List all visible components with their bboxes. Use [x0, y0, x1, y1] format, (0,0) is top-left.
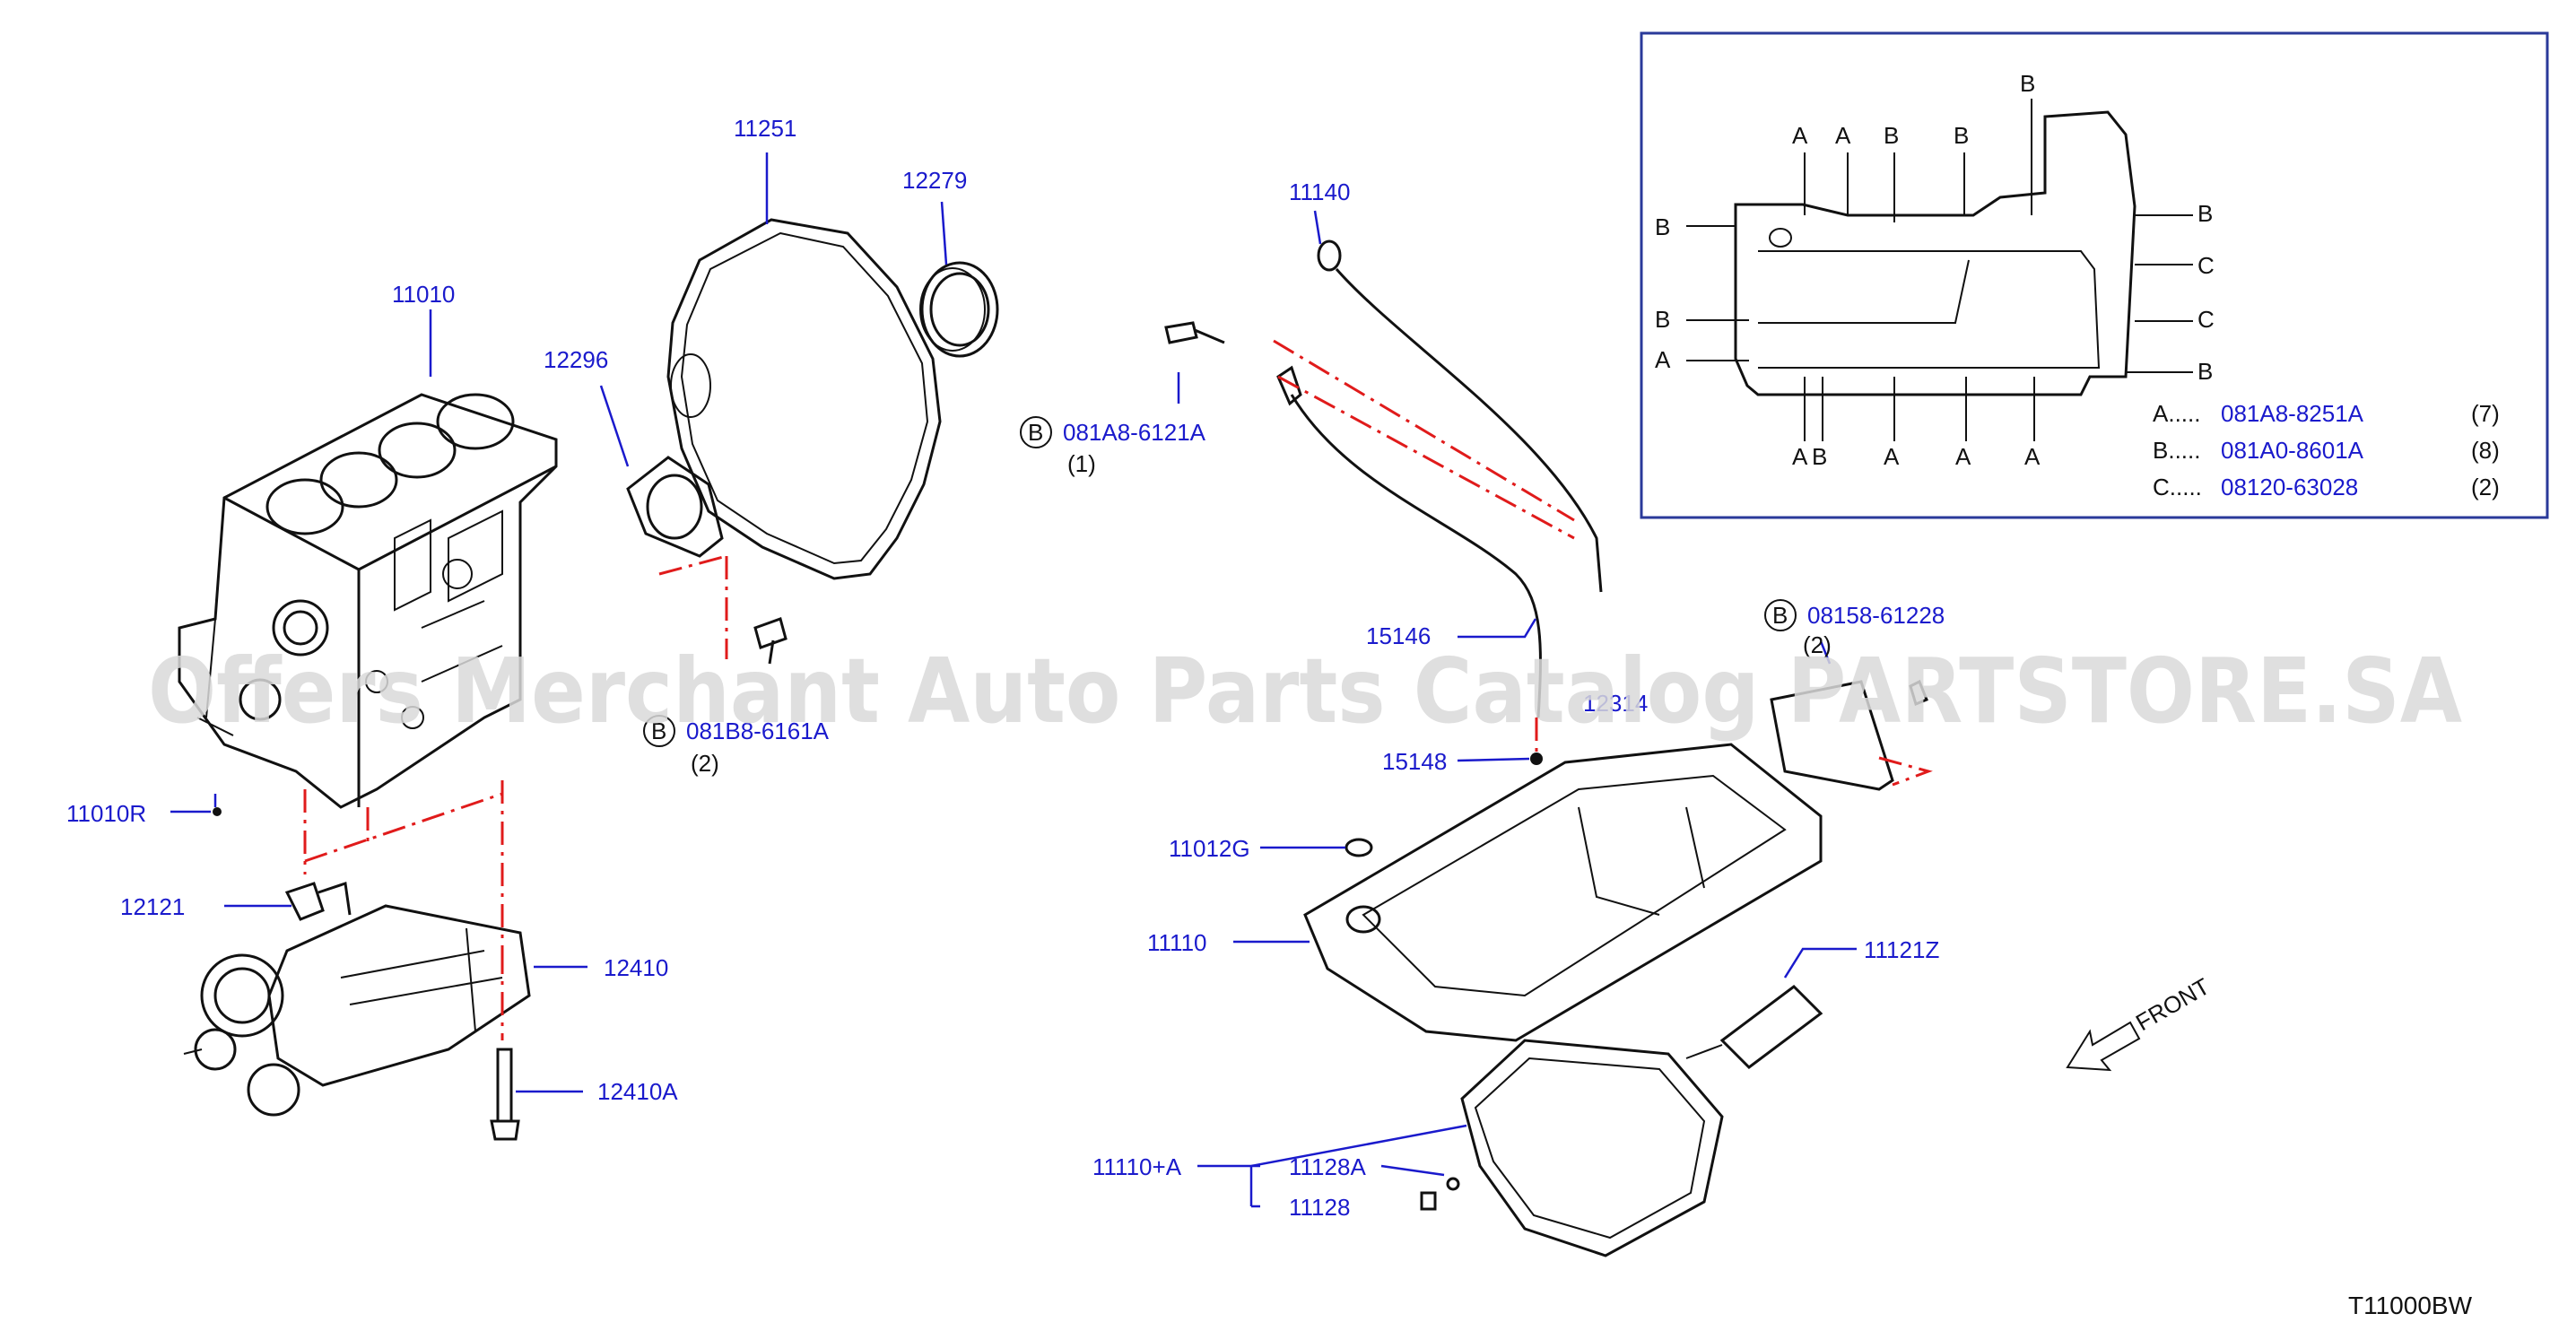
bracket-12121[interactable] — [284, 882, 352, 921]
o-ring-11012G[interactable] — [1345, 838, 1373, 857]
svg-text:C: C — [2197, 306, 2215, 333]
svg-text:B: B — [651, 718, 666, 744]
svg-text:C.....: C..... — [2153, 474, 2202, 500]
legend-code-a[interactable]: 081A8-8251A — [2221, 400, 2364, 427]
bolt-code-3[interactable]: 08158-61228 — [1807, 602, 1945, 629]
label-12121[interactable]: 12121 — [120, 893, 185, 920]
diagram-code: T11000BW — [2348, 1292, 2473, 1319]
legend-code-c[interactable]: 08120-63028 — [2221, 474, 2358, 500]
label-11110A[interactable]: 11110+A — [1092, 1153, 1182, 1180]
svg-text:(2): (2) — [2471, 474, 2500, 500]
label-11110[interactable]: 11110 — [1147, 929, 1207, 956]
strainer-11121Z[interactable] — [1685, 985, 1823, 1069]
front-arrow-icon — [2066, 1021, 2141, 1072]
svg-text:A: A — [1835, 122, 1851, 149]
b-marker-icon — [1764, 599, 1797, 631]
bolt-081A8-6121A[interactable] — [1164, 321, 1225, 344]
label-11010R[interactable]: 11010R — [66, 800, 146, 827]
rear-plate-11251[interactable] — [666, 218, 942, 580]
label-11251[interactable]: 11251 — [734, 115, 796, 142]
svg-text:(8): (8) — [2471, 437, 2500, 464]
svg-text:B: B — [1772, 602, 1788, 629]
svg-text:B: B — [1954, 122, 1969, 149]
svg-text:B: B — [2197, 358, 2213, 385]
label-11012G[interactable]: 11012G — [1169, 835, 1250, 862]
label-12410A[interactable]: 12410A — [597, 1078, 678, 1105]
oil-pan-upper-11110[interactable] — [1303, 743, 1823, 1042]
svg-text:B.....: B..... — [2153, 437, 2200, 464]
label-15148[interactable]: 15148 — [1382, 748, 1447, 775]
svg-text:A: A — [1884, 443, 1900, 470]
oil-pan-lower[interactable] — [1460, 1039, 1724, 1257]
plug-11010R[interactable] — [213, 807, 222, 816]
drain-plug-11128[interactable] — [1420, 1177, 1460, 1211]
bolt-code-1[interactable]: 081A8-6121A — [1063, 419, 1206, 446]
bolt-location-inset: A A B B B B C C B B B A A B A A A — [1640, 31, 2549, 519]
b-marker-icon — [643, 715, 675, 747]
label-15146[interactable]: 15146 — [1366, 622, 1431, 649]
bolt-callout-1[interactable]: B 081A8-6121A (1) — [1020, 416, 1206, 477]
label-11010[interactable]: 11010 — [392, 281, 455, 308]
svg-text:B: B — [1812, 443, 1827, 470]
svg-text:B: B — [2197, 200, 2213, 227]
bracket-12314[interactable] — [1770, 679, 1928, 791]
front-indicator: FRONT — [2066, 972, 2215, 1072]
bolt-code-2[interactable]: 081B8-6161A — [686, 718, 830, 744]
svg-text:C: C — [2197, 252, 2215, 279]
svg-text:A: A — [1792, 122, 1808, 149]
watermark: Offers Merchant Auto Parts Catalog PARTS… — [148, 639, 2462, 744]
leader-lines — [170, 152, 1857, 1208]
bolt-qty-2: (2) — [691, 750, 719, 777]
svg-text:B: B — [2020, 70, 2035, 97]
svg-text:(7): (7) — [2471, 400, 2500, 427]
bolt-callout-2[interactable]: B 081B8-6161A (2) — [643, 715, 830, 777]
oil-seal-12279[interactable] — [919, 261, 999, 358]
svg-text:B: B — [1655, 213, 1670, 240]
inset-letters-left: B B A — [1655, 213, 1671, 373]
inset-letters-bottom: A B A A A — [1792, 443, 2041, 470]
svg-text:A: A — [1655, 346, 1671, 373]
label-12279[interactable]: 12279 — [902, 167, 967, 194]
svg-text:B: B — [1028, 419, 1043, 446]
label-12314[interactable]: 12314 — [1583, 690, 1648, 717]
label-12410[interactable]: 12410 — [604, 954, 668, 981]
inset-letters-top: A A B B B — [1792, 70, 2035, 149]
label-11128[interactable]: 11128 — [1289, 1194, 1350, 1221]
svg-text:B: B — [1655, 306, 1670, 333]
engine-block-11010[interactable] — [178, 393, 558, 809]
svg-text:A: A — [1955, 443, 1971, 470]
oil-pump-12410[interactable] — [183, 904, 531, 1117]
legend-code-b[interactable]: 081A0-8601A — [2221, 437, 2364, 464]
seal-retainer-12296[interactable] — [626, 456, 724, 558]
svg-text:B: B — [1884, 122, 1899, 149]
bolt-12410A[interactable] — [490, 1048, 520, 1141]
label-11140[interactable]: 11140 — [1289, 178, 1350, 205]
svg-text:A: A — [2024, 443, 2041, 470]
label-11128A[interactable]: 11128A — [1289, 1153, 1366, 1180]
front-label: FRONT — [2131, 972, 2215, 1036]
label-12296[interactable]: 12296 — [544, 346, 608, 373]
bolt-qty-3: (2) — [1803, 631, 1832, 658]
label-11121Z[interactable]: 11121Z — [1864, 936, 1939, 963]
inset-pointer-lines — [1686, 99, 2193, 441]
bolt-callout-3[interactable]: B 08158-61228 (2) — [1764, 599, 1945, 658]
part-labels: 11010 11010R 11251 12279 12296 12121 124… — [66, 115, 1939, 1221]
b-marker-icon — [1020, 416, 1052, 448]
svg-text:A: A — [1792, 443, 1808, 470]
red-assembly-lines — [303, 339, 1933, 1040]
inset-letters-right: B C C B — [2197, 200, 2215, 385]
bolt-qty-1: (1) — [1067, 450, 1096, 477]
o-ring-15148[interactable] — [1530, 752, 1543, 765]
inset-legend: A..... 081A8-8251A (7) B..... 081A0-8601… — [2153, 400, 2500, 500]
bolt-081B8-6161A[interactable] — [753, 617, 788, 665]
dipstick-guide-15146[interactable] — [1276, 365, 1542, 718]
dipstick-11140[interactable] — [1317, 239, 1603, 593]
svg-text:A.....: A..... — [2153, 400, 2200, 427]
